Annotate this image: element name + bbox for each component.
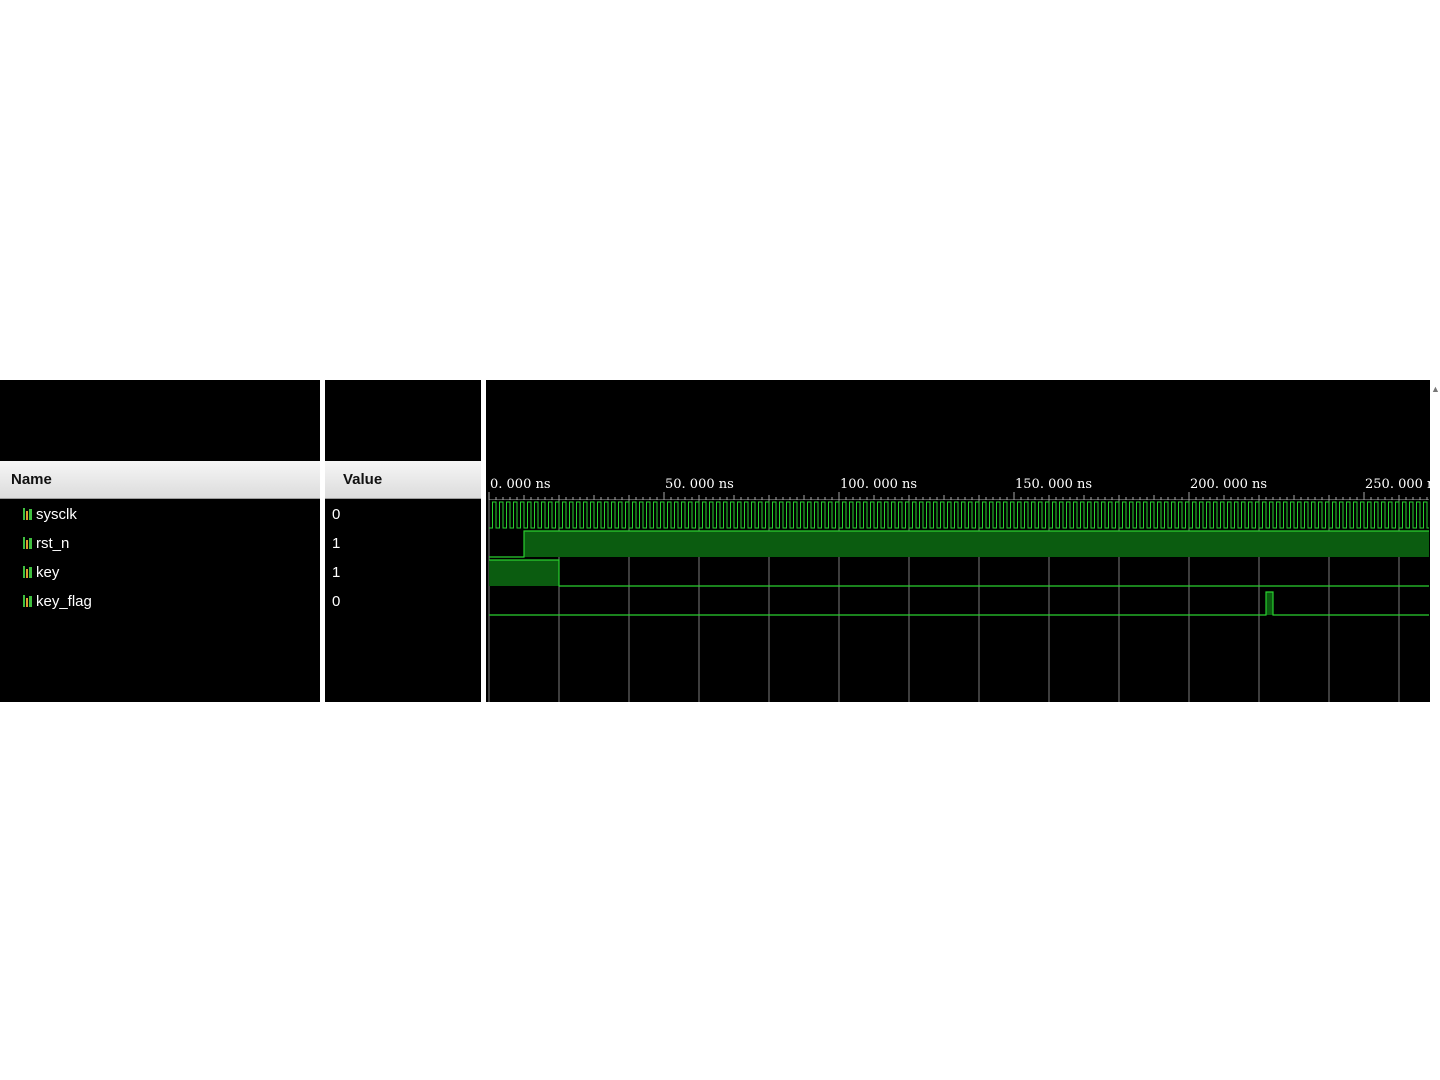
waveform-viewer: Name sysclk rst_n key key_flag Value 0 1…	[0, 380, 1440, 702]
signal-name: key	[36, 564, 60, 581]
time-label: 100. 000 ns	[840, 477, 917, 492]
time-label: 150. 000 ns	[1015, 477, 1092, 492]
sysclk-wave	[489, 501, 1429, 529]
value-column-header[interactable]: Value	[325, 461, 481, 499]
key-high-fill	[489, 560, 559, 586]
bit-signal-icon	[23, 595, 32, 607]
rst-n-high-fill	[524, 531, 1429, 557]
bit-signal-icon	[23, 508, 32, 520]
time-label: 0. 000 ns	[490, 477, 551, 492]
signal-value: 0	[332, 593, 341, 610]
rst-n-wave	[489, 530, 1429, 558]
signal-row-rst-n[interactable]: rst_n	[0, 529, 320, 558]
signal-row-key[interactable]: key	[0, 558, 320, 587]
names-pane: Name sysclk rst_n key key_flag	[0, 380, 320, 702]
signal-row-key-flag[interactable]: key_flag	[0, 587, 320, 616]
time-label: 250. 000 ns	[1365, 477, 1430, 492]
key-flag-wave	[489, 591, 1429, 616]
key-flag-pulse-fill	[1266, 592, 1273, 615]
signal-name: key_flag	[36, 593, 92, 610]
waveform-pane[interactable]: 0. 000 ns 50. 000 ns 100. 000 ns 150. 000 n…	[486, 380, 1430, 702]
time-label: 200. 000 ns	[1190, 477, 1267, 492]
time-label: 50. 000 ns	[665, 477, 734, 492]
key-wave	[489, 559, 1429, 587]
signal-value: 0	[332, 506, 341, 523]
signal-name: sysclk	[36, 506, 77, 523]
signal-name: rst_n	[36, 535, 70, 552]
values-pane: Value 0 1 1 0	[325, 380, 481, 702]
signal-value: 1	[332, 535, 341, 552]
waveform-canvas[interactable]: 0. 000 ns 50. 000 ns 100. 000 ns 150. 000 n…	[486, 380, 1430, 702]
bit-signal-icon	[23, 537, 32, 549]
signal-row-sysclk[interactable]: sysclk	[0, 500, 320, 529]
scroll-up-icon[interactable]: ▲	[1431, 384, 1440, 394]
name-column-header[interactable]: Name	[0, 461, 320, 499]
bit-signal-icon	[23, 566, 32, 578]
signal-value: 1	[332, 564, 341, 581]
